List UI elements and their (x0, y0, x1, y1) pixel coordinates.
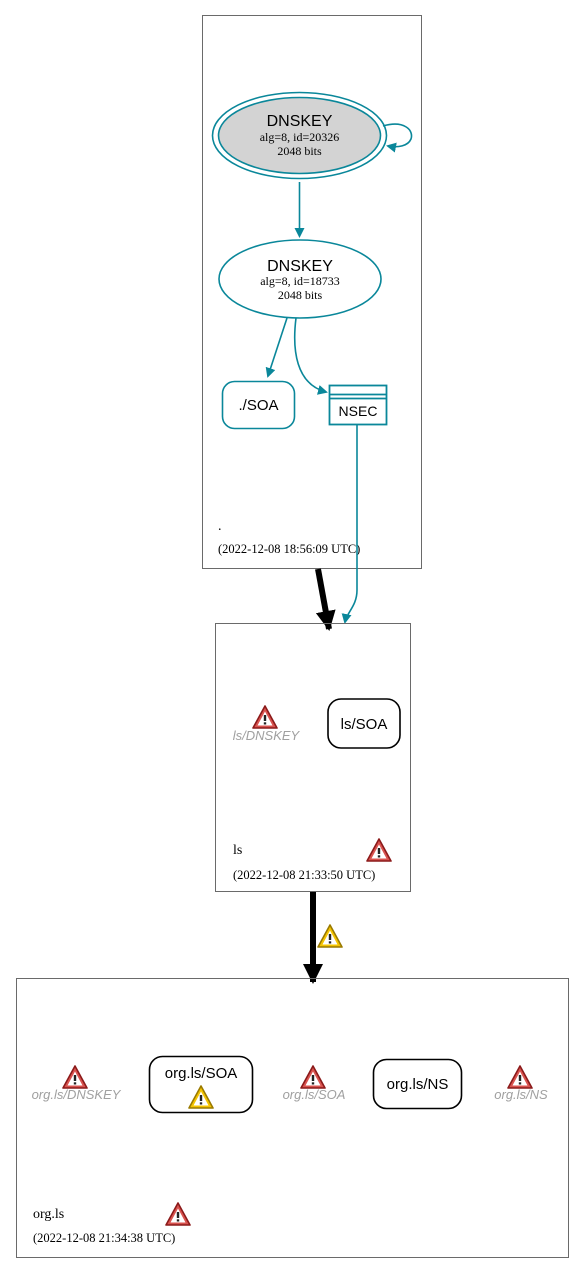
orgls-soa-missing-label: org.ls/SOA (283, 1087, 346, 1102)
zone-ls-name: ls (233, 843, 242, 858)
ls-soa-label: ls/SOA (341, 716, 388, 733)
zone-ls-timestamp: (2022-12-08 21:33:50 UTC) (233, 868, 375, 882)
edge-ksk-self (382, 123, 413, 153)
ls-soa-node[interactable]: ls/SOA (327, 698, 401, 749)
root-ksk-node[interactable]: DNSKEY alg=8, id=20326 2048 bits (211, 91, 388, 180)
zone-org-ls: org.ls/DNSKEY org.ls/SOA org.ls/SOA org.… (16, 978, 569, 1258)
root-ksk-bits: 2048 bits (277, 144, 322, 158)
zone-orgls-timestamp: (2022-12-08 21:34:38 UTC) (33, 1231, 175, 1245)
orgls-ns-node[interactable]: org.ls/NS (372, 1058, 463, 1110)
edge-zsk-soa (265, 317, 288, 378)
orgls-dnskey-label: org.ls/DNSKEY (32, 1087, 122, 1102)
orgls-soa-node[interactable]: org.ls/SOA (148, 1055, 254, 1114)
root-nsec-node[interactable]: NSEC (328, 384, 388, 426)
error-triangle-icon (252, 705, 278, 729)
error-triangle-icon (507, 1065, 533, 1089)
edge-zsk-nsec (293, 317, 328, 395)
edge-root-ls-delegation (315, 568, 336, 631)
root-nsec-label: NSEC (339, 403, 378, 419)
error-triangle-icon (62, 1065, 88, 1089)
error-triangle-icon (366, 838, 392, 862)
warning-triangle-icon (317, 924, 343, 948)
root-soa-label: ./SOA (238, 397, 278, 414)
root-zsk-type: DNSKEY (267, 258, 333, 275)
root-ksk-type: DNSKEY (267, 113, 333, 130)
zone-org-ls-border (16, 978, 569, 1258)
zone-ls-border (215, 623, 411, 892)
ls-dnskey-missing-node[interactable]: ls/DNSKEY (233, 705, 301, 743)
error-triangle-icon (300, 1065, 326, 1089)
orgls-ns-missing-node[interactable]: org.ls/NS (494, 1065, 548, 1102)
zone-ls: ls/DNSKEY ls/SOA ls (2022-12-08 21:33:50… (215, 623, 411, 892)
orgls-dnskey-missing-node[interactable]: org.ls/DNSKEY (32, 1065, 122, 1102)
orgls-soa-missing-node[interactable]: org.ls/SOA (283, 1065, 346, 1102)
root-zsk-bits: 2048 bits (278, 288, 323, 302)
ls-dnskey-label: ls/DNSKEY (233, 728, 301, 743)
edge-nsec-ls (341, 425, 358, 624)
root-zsk-alg: alg=8, id=18733 (260, 274, 340, 288)
root-ksk-alg: alg=8, id=20326 (260, 130, 340, 144)
zone-root-name: . (218, 519, 222, 534)
orgls-ns-label: org.ls/NS (387, 1076, 449, 1093)
zone-root-timestamp: (2022-12-08 18:56:09 UTC) (218, 542, 360, 556)
orgls-soa-label: org.ls/SOA (165, 1065, 238, 1082)
root-soa-node[interactable]: ./SOA (221, 380, 296, 430)
orgls-ns-missing-label: org.ls/NS (494, 1087, 548, 1102)
zone-root: DNSKEY alg=8, id=20326 2048 bits DNSKEY … (202, 15, 422, 569)
error-triangle-icon (165, 1202, 191, 1226)
zone-orgls-name: org.ls (33, 1207, 64, 1222)
root-zsk-node[interactable]: DNSKEY alg=8, id=18733 2048 bits (218, 239, 382, 319)
